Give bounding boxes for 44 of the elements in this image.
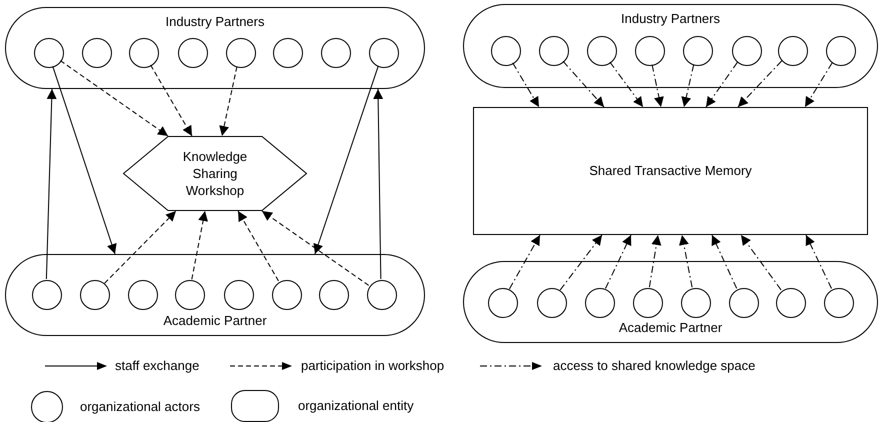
node-label: Knowledge Sharing Workshop <box>182 148 248 199</box>
entity-capsule <box>5 254 425 336</box>
legend-label: organizational entity <box>298 398 414 414</box>
arrow <box>804 62 833 108</box>
arrow <box>560 234 602 291</box>
workshop-hexagon <box>123 136 307 211</box>
arrow <box>738 60 782 108</box>
arrow <box>104 210 176 284</box>
entity-capsule <box>463 4 878 88</box>
arrow <box>150 64 192 136</box>
memory-box <box>473 107 868 235</box>
node-label: Shared Transactive Memory <box>589 162 752 180</box>
entity-label: Industry Partners <box>621 11 720 27</box>
arrow <box>605 234 632 289</box>
arrow <box>262 210 370 286</box>
entity-capsule <box>5 7 425 89</box>
arrow <box>219 66 238 136</box>
entity-label: Industry Partners <box>166 14 264 30</box>
legend-label: participation in workshop <box>301 358 444 374</box>
legend-label: organizational actors <box>80 399 200 415</box>
arrow <box>678 234 693 288</box>
arrow <box>681 64 694 108</box>
arrow <box>806 234 832 289</box>
arrow <box>46 88 57 280</box>
arrow <box>373 88 384 280</box>
arrow <box>740 234 782 290</box>
arrow <box>652 64 664 108</box>
arrow <box>706 62 738 108</box>
arrow <box>238 210 279 282</box>
entity-label: Academic Partner <box>163 313 267 329</box>
arrow <box>508 234 540 290</box>
arrow <box>52 66 117 254</box>
arrow <box>609 62 644 108</box>
arrow <box>313 66 379 254</box>
legend-label: staff exchange <box>115 358 200 374</box>
arrow <box>712 234 738 289</box>
entity-label: Academic Partner <box>618 320 722 336</box>
arrow <box>648 234 662 288</box>
legend-label: access to shared knowledge space <box>553 358 756 374</box>
arrow <box>191 210 208 280</box>
arrow <box>562 60 604 108</box>
arrow <box>512 62 540 108</box>
entity-capsule <box>463 261 878 343</box>
arrow <box>60 60 168 136</box>
